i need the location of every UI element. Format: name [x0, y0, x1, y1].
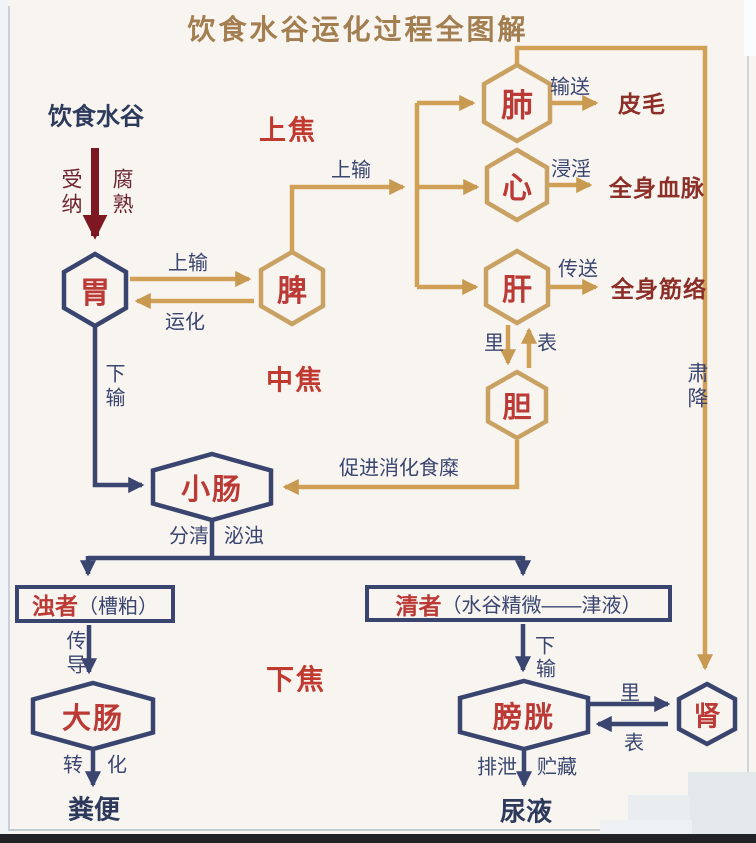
exterior-1-label: 表: [537, 332, 557, 355]
middle-burner-label: 中焦: [266, 365, 324, 396]
change-label: 化: [107, 754, 127, 777]
secrete-turbid-label: 泌浊: [224, 525, 264, 548]
turbid-box-head: 浊者: [32, 593, 78, 619]
conduct-label: 传导: [63, 630, 85, 678]
left-frame-line: [8, 6, 10, 830]
right-frame-line: [747, 6, 749, 830]
aid-digestion-label: 促进消化食糜: [339, 457, 459, 480]
turn-label: 转: [63, 754, 83, 777]
exterior-2-label: 表: [624, 732, 644, 755]
left-margin-band: [0, 0, 8, 843]
heart-hexagon: [484, 147, 550, 223]
downward-transport-2a-label: 下: [535, 635, 555, 658]
gallbladder-to-small-intestine-arrow: [282, 440, 520, 496]
receive-label: 受纳: [59, 168, 82, 218]
downward-transport-1-label: 下输: [102, 363, 124, 411]
stomach-to-small-intestine-arrow: [92, 326, 145, 494]
downward-transport-2b-label: 输: [536, 658, 556, 681]
turbid-box-note: （槽粕）: [78, 595, 158, 618]
transport-out-label: 输送: [550, 76, 590, 99]
food-source-label: 饮食水谷: [48, 103, 144, 131]
body-sinews-label: 全身筋络: [611, 276, 707, 302]
upper-burner-label: 上焦: [259, 115, 317, 146]
interior-1-label: 里: [484, 332, 504, 355]
feces-label: 粪便: [67, 794, 121, 825]
clear-box: 清者（水谷精微——津液）: [365, 585, 672, 622]
liver-label: 肝: [502, 274, 532, 307]
stomach-hexagon: [61, 251, 129, 329]
upward-transport-1-label: 上输: [168, 252, 208, 275]
heart-label: 心: [502, 172, 532, 205]
watermark-block-1: [688, 772, 756, 834]
clear-box-head: 清者: [395, 592, 442, 619]
lung-to-kidney-descend-arrow: [514, 45, 714, 671]
excrete-label: 排泄: [477, 756, 517, 779]
gallbladder-label: 胆: [502, 392, 532, 424]
separate-clear-label: 分清: [169, 525, 209, 548]
ripen-label: 腐熟: [110, 168, 133, 218]
bottom-dark-strip: [0, 834, 756, 843]
bottom-frame-line: [8, 829, 708, 831]
large-intestine-label: 大肠: [61, 703, 125, 735]
turbid-box: 浊者（槽粕）: [15, 585, 175, 623]
small-intestine-label: 小肠: [180, 474, 244, 506]
lung-hexagon: [481, 62, 553, 144]
watermark-block-3: [600, 820, 692, 834]
clear-box-note: （水谷精微——津液）: [441, 595, 642, 617]
skin-hair-label: 皮毛: [618, 91, 666, 117]
convey-label: 传送: [558, 258, 598, 281]
kidney-label: 肾: [693, 701, 721, 732]
permeate-label: 浸淫: [551, 158, 591, 181]
lower-burner-label: 下焦: [265, 664, 327, 695]
body-vessels-label: 全身血脉: [609, 175, 705, 201]
spleen-label: 脾: [277, 275, 307, 308]
page-title: 饮食水谷运化过程全图解: [187, 14, 529, 45]
lung-label: 肺: [500, 87, 534, 123]
bladder-label: 膀胱: [492, 702, 556, 734]
corner-sliver: [744, 0, 756, 56]
stomach-label: 胃: [80, 277, 110, 310]
gallbladder-hexagon: [485, 369, 549, 441]
transform-label: 运化: [165, 311, 205, 334]
spleen-upward-arrow: [289, 178, 406, 252]
interior-2-label: 里: [620, 682, 640, 705]
large-intestine-hexagon: [30, 680, 156, 752]
store-label: 贮藏: [537, 756, 577, 779]
upward-transport-2-label: 上输: [331, 159, 371, 182]
descend-label: 肃降: [685, 362, 708, 412]
urine-label: 尿液: [499, 796, 553, 827]
bladder-hexagon: [457, 678, 591, 752]
liver-hexagon: [483, 248, 551, 326]
kidney-hexagon: [676, 681, 738, 747]
small-intestine-hexagon: [150, 451, 274, 523]
spleen-hexagon: [258, 249, 326, 327]
